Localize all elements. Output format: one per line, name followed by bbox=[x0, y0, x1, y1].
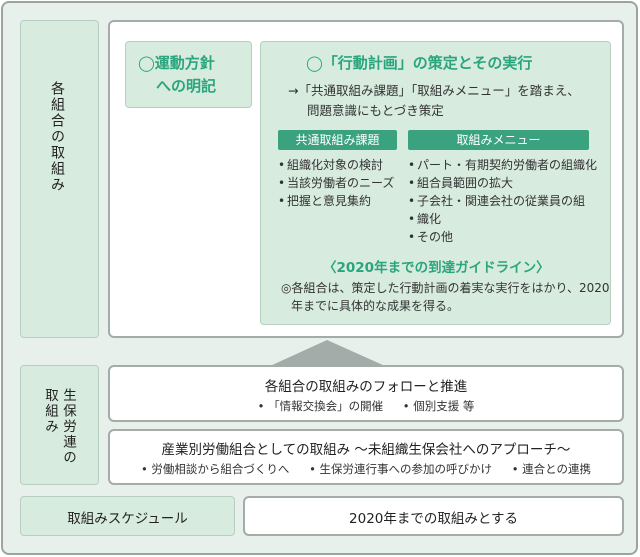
list-item-continuation: 把握と意見集約 bbox=[278, 192, 403, 210]
follow-up-title: 各組合の取組みのフォローと推進 bbox=[264, 379, 468, 395]
section1-label-box: 各組合の取組み bbox=[20, 20, 99, 338]
list-item-continuation: 織化 bbox=[408, 210, 608, 228]
action-plan-title: ◯「行動計画」の策定とその実行 bbox=[306, 54, 533, 72]
list-item: • 「情報交換会」の開催 bbox=[257, 399, 384, 413]
schedule-value: 2020年までの取組みとする bbox=[349, 511, 518, 527]
schedule-label-box: 取組みスケジュール bbox=[20, 496, 235, 536]
schedule-value-box: 2020年までの取組みとする bbox=[243, 496, 624, 536]
schedule-label: 取組みスケジュール bbox=[67, 511, 188, 527]
list-item: パート・有期契約労働者の組織化 bbox=[408, 156, 608, 174]
list-item: • 連合との連携 bbox=[511, 462, 592, 476]
action-plan-desc-2: 問題意識にもとづき策定 bbox=[307, 103, 444, 118]
follow-up-box: 各組合の取組みのフォローと推進 • 「情報交換会」の開催 • 個別支援 等 bbox=[108, 365, 624, 422]
list-item: • 個別支援 等 bbox=[402, 399, 475, 413]
industry-union-title: 産業別労働組合としての取組み ～未組織生保会社へのアプローチ～ bbox=[161, 442, 571, 458]
policy-box: ◯運動方針 への明記 bbox=[125, 41, 252, 108]
guideline-line1: ◎各組合は、策定した行動計画の着実な実行をはかり、2020 bbox=[281, 281, 610, 295]
list-item: 当該労働者のニーズ bbox=[278, 174, 403, 192]
list-item: その他 bbox=[408, 228, 608, 246]
section2-label-col2: 取組み bbox=[42, 388, 58, 435]
follow-up-items: • 「情報交換会」の開催 • 個別支援 等 bbox=[110, 398, 622, 414]
list-item: 子会社・関連会社の従業員の組 bbox=[408, 192, 608, 210]
up-arrow-icon bbox=[270, 340, 385, 366]
action-plan-desc-1: →「共通取組み課題」「取組みメニュー」を踏まえ、 bbox=[288, 83, 580, 98]
section1-label: 各組合の取組み bbox=[49, 81, 65, 193]
section1-main-box: ◯運動方針 への明記 ◯「行動計画」の策定とその実行 →「共通取組み課題」「取組… bbox=[108, 20, 624, 338]
tag-menu: 取組みメニュー bbox=[408, 130, 589, 150]
industry-union-items: • 労働相談から組合づくりへ • 生保労連行事への参加の呼びかけ • 連合との連… bbox=[110, 461, 622, 477]
list-item: • 労働相談から組合づくりへ bbox=[140, 462, 290, 476]
common-issues-list: 組織化対象の検討 当該労働者のニーズ 把握と意見集約 bbox=[278, 156, 403, 210]
list-item: 組合員範囲の拡大 bbox=[408, 174, 608, 192]
guideline-title: 〈2020年までの到達ガイドライン〉 bbox=[323, 260, 550, 276]
guideline-line2: 年までに具体的な成果を得る。 bbox=[291, 299, 460, 313]
list-item: • 生保労連行事への参加の呼びかけ bbox=[309, 462, 493, 476]
section2-label-col1: 生保労連の bbox=[60, 388, 76, 466]
menu-list: パート・有期契約労働者の組織化 組合員範囲の拡大 子会社・関連会社の従業員の組 … bbox=[408, 156, 608, 246]
section2-label-box: 生保労連の 取組み bbox=[20, 365, 99, 485]
tag-common-issues: 共通取組み課題 bbox=[278, 130, 397, 150]
action-plan-box: ◯「行動計画」の策定とその実行 →「共通取組み課題」「取組みメニュー」を踏まえ、… bbox=[260, 41, 611, 325]
industry-union-box: 産業別労働組合としての取組み ～未組織生保会社へのアプローチ～ • 労働相談から… bbox=[108, 429, 624, 485]
policy-line2: への明記 bbox=[156, 77, 217, 95]
list-item: 組織化対象の検討 bbox=[278, 156, 403, 174]
policy-line1: ◯運動方針 bbox=[138, 54, 215, 72]
